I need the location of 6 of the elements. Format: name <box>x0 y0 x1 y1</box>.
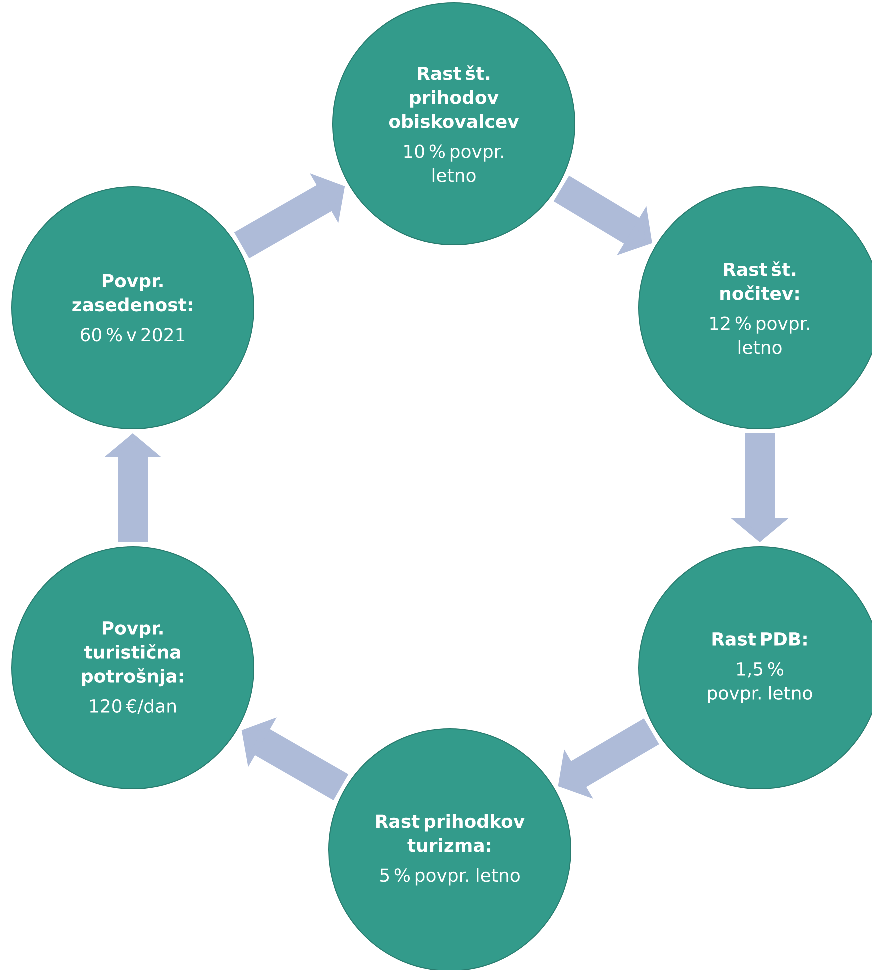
circle-node: Rast št. prihodov obiskovalcev 10 % povpr. letno <box>332 2 576 246</box>
circle-node: Rast prihodkov turizma: 5 % povpr. letno <box>328 728 572 970</box>
circle-node: Rast PDB: 1,5 % povpr. letno <box>638 546 872 790</box>
circle-node: Rast št. nočitev: 12 % povpr. letno <box>638 186 872 430</box>
circle-node: Povpr. zasedenost: 60 % v 2021 <box>12 186 254 430</box>
circle-node: Povpr. turistična potrošnja: 120 €/dan <box>12 546 254 790</box>
